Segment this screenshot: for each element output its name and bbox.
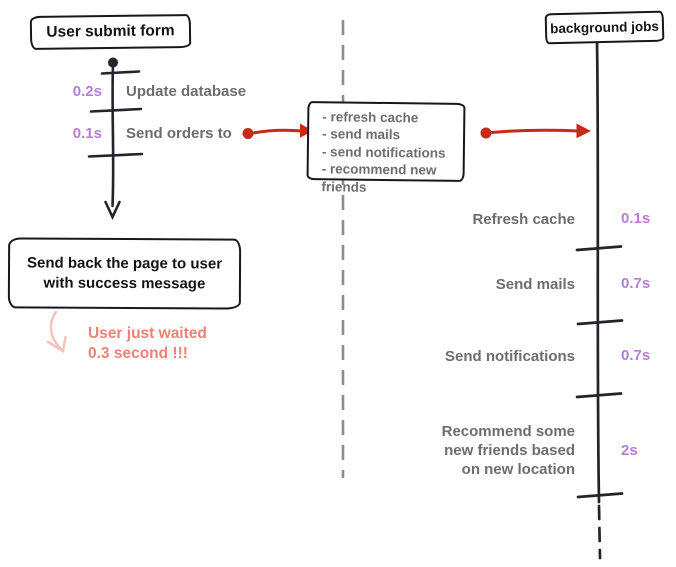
right-tick-1 <box>575 245 623 252</box>
step-label: Update database <box>126 83 247 100</box>
arrow-left-origin-dot <box>242 128 254 139</box>
note-arrow-curve <box>49 310 63 351</box>
arrow-right-shaft <box>490 128 580 134</box>
arrow-right-origin-dot <box>480 127 492 139</box>
job-duration: 0.1s <box>621 210 651 227</box>
job-duration: 0.7s <box>621 347 651 364</box>
right-timeline-dashed-tail <box>597 504 602 560</box>
user-submit-form-box: User submit form <box>29 14 192 50</box>
job-duration: 0.7s <box>621 275 651 292</box>
right-tick-4 <box>576 492 624 499</box>
background-jobs-label: background jobs <box>549 18 660 37</box>
job-label: Send notifications <box>444 348 575 365</box>
left-timeline-line <box>111 62 115 208</box>
arrow-right-head-icon <box>576 123 591 139</box>
left-timeline-arrowhead-icon <box>104 200 121 221</box>
wait-note: User just waited 0.3 second !!! <box>88 325 207 362</box>
job-label: Send mails <box>495 276 575 293</box>
left-tick-2 <box>89 107 143 113</box>
job-duration: 2s <box>621 442 638 459</box>
arrow-left-head-icon <box>300 123 313 138</box>
note-arrow-head-icon <box>46 335 67 354</box>
task-item: - send mails <box>321 126 401 143</box>
task-item: - recommend new friends <box>321 161 437 195</box>
task-list-box: - refresh cache - send mails - send noti… <box>306 101 466 194</box>
task-item: - refresh cache <box>322 109 419 126</box>
step-label: Send orders to <box>126 125 232 142</box>
fanout-arrows <box>242 123 591 139</box>
job-label: Recommend some new friends based on new … <box>441 423 575 478</box>
job-label: Refresh cache <box>472 211 575 228</box>
note-arrow <box>46 310 67 354</box>
send-back-page-box: Send back the page to user with success … <box>7 237 242 310</box>
right-tick-3 <box>575 392 623 399</box>
right-timeline-line <box>595 40 601 504</box>
background-jobs-box: background jobs <box>544 10 665 45</box>
left-tick-1 <box>100 70 141 75</box>
left-timeline <box>87 57 144 221</box>
user-submit-form-label: User submit form <box>46 22 175 41</box>
step-duration: 0.2s <box>72 83 102 100</box>
left-tick-3 <box>87 152 144 158</box>
right-timeline <box>575 40 624 560</box>
right-tick-2 <box>576 319 624 326</box>
task-item: - send notifications <box>321 144 446 161</box>
timeline-start-dot <box>108 57 118 68</box>
send-back-page-label: Send back the page to user with success … <box>26 253 223 292</box>
step-duration: 0.1s <box>72 125 102 142</box>
arrow-left-shaft <box>252 128 303 135</box>
